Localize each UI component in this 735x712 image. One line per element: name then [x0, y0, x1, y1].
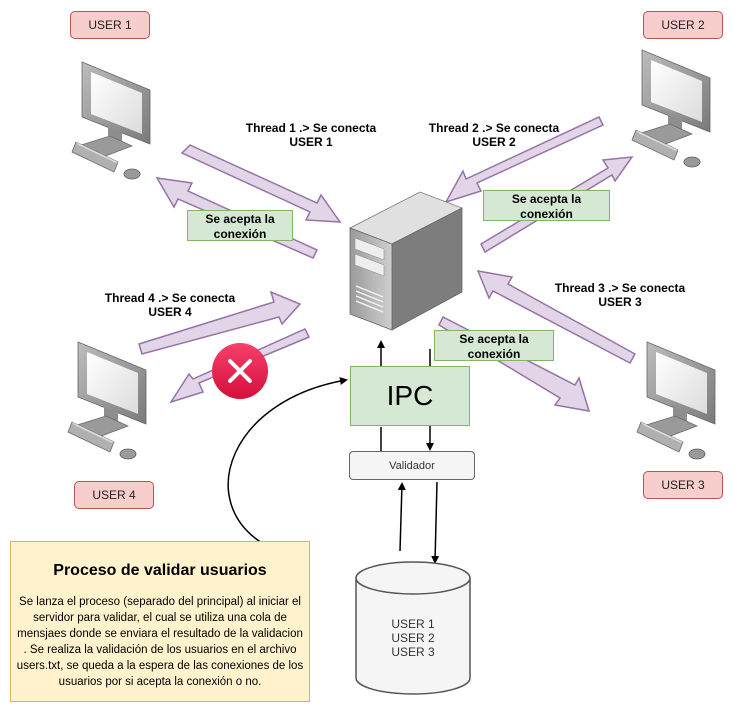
validation-process-note: Proceso de validar usuarios Se lanza el …: [10, 541, 310, 702]
user-box-4: USER 4: [74, 481, 154, 509]
accept-box-3: Se acepta la conexión: [434, 330, 554, 361]
computer-icon-user1: [71, 61, 151, 180]
thread4-label: Thread 4 .> Se conecta USER 4: [104, 291, 236, 319]
ipc-validator-connector: [380, 426, 434, 451]
computer-icon-user3: [636, 341, 716, 460]
thread2-label: Thread 2 .> Se conecta USER 2: [428, 121, 560, 149]
user-box-3: USER 3: [643, 471, 723, 499]
database-contents: USER 1 USER 2 USER 3: [356, 617, 470, 659]
database-line: USER 3: [391, 645, 435, 659]
thread3-request-arrow: [476, 270, 637, 365]
database-icon: [355, 561, 471, 695]
thread4-request-arrow: [138, 290, 302, 355]
computer-icon-user4: [67, 341, 147, 460]
validator-database-connector: [397, 481, 440, 564]
accept-box-2: Se acepta la conexión: [483, 190, 610, 221]
thread1-request-arrow: [180, 144, 342, 223]
server-icon: [349, 191, 463, 331]
note-to-ipc-arrow: [227, 377, 348, 544]
thread3-label: Thread 3 .> Se conecta USER 3: [554, 281, 686, 309]
thread1-label: Thread 1 .> Se conecta USER 1: [245, 121, 377, 149]
note-title: Proceso de validar usuarios: [53, 562, 267, 579]
ipc-box: IPC: [350, 366, 470, 426]
reject-x-icon: [212, 343, 268, 399]
database-line: USER 2: [391, 631, 435, 645]
validator-box: Validador: [349, 451, 475, 480]
accept-box-1: Se acepta la conexión: [187, 210, 293, 241]
user-box-2: USER 2: [643, 11, 723, 39]
database-line: USER 1: [391, 617, 435, 631]
thread2-request-arrow: [444, 116, 605, 204]
computer-icon-user2: [631, 49, 711, 168]
note-body: Se lanza el proceso (separado del princi…: [16, 596, 304, 688]
user-box-1: USER 1: [70, 11, 150, 39]
ipc-server-connector: [377, 340, 431, 366]
